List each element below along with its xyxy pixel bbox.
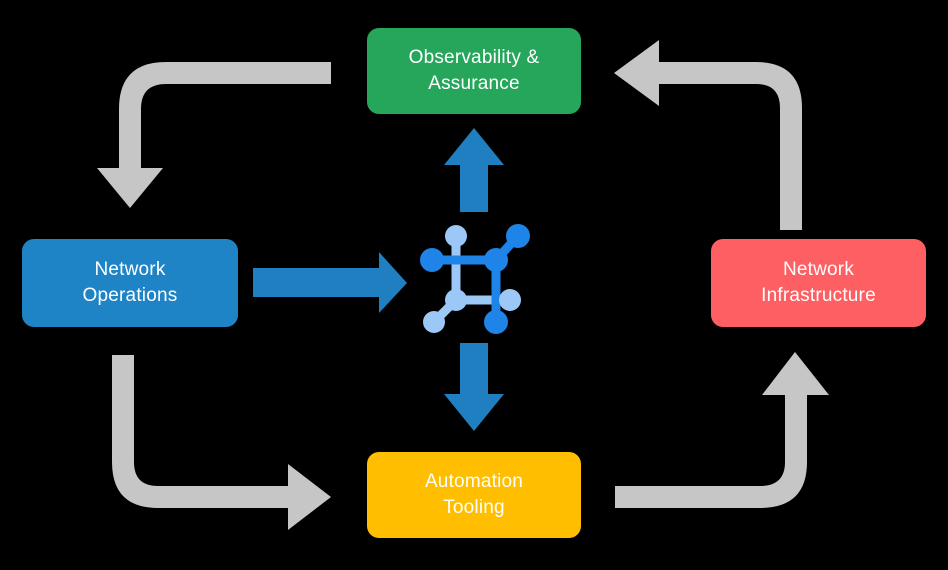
blue-arrow-operations-to-center: [253, 252, 407, 313]
blue-arrow-center-to-observability: [444, 128, 504, 212]
node-box-observability[interactable]: Observability & Assurance: [367, 28, 581, 114]
node-box-automation-tooling[interactable]: Automation Tooling: [367, 452, 581, 538]
node-label-network-operations: Network Operations: [82, 259, 178, 306]
topology-secondary-nodes: [423, 225, 521, 333]
gray-arrow-observability-to-operations: [97, 62, 331, 208]
node-label-observability: Observability & Assurance: [408, 47, 540, 94]
network-topology-icon: [420, 224, 530, 334]
gray-arrow-infrastructure-to-observability: [614, 40, 802, 230]
gray-arrow-automation-to-infrastructure: [615, 352, 829, 508]
node-box-network-infrastructure[interactable]: Network Infrastructure: [711, 239, 926, 327]
blue-arrow-center-to-automation: [444, 343, 504, 431]
node-box-network-operations[interactable]: Network Operations: [22, 239, 238, 327]
node-label-automation-tooling: Automation Tooling: [424, 471, 524, 518]
topology-primary-nodes: [420, 224, 530, 334]
node-label-network-infrastructure: Network Infrastructure: [761, 259, 876, 306]
gray-arrow-operations-to-automation: [112, 355, 331, 530]
